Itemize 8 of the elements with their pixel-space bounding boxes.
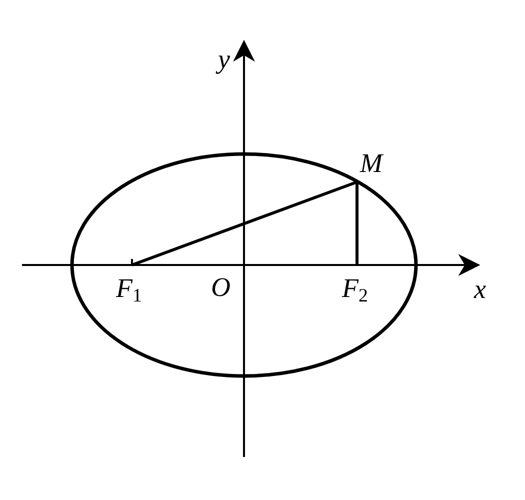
axis-label: y	[218, 46, 230, 73]
point-label: M	[360, 150, 382, 177]
origin-label: O	[211, 274, 230, 301]
line-segment	[131, 180, 358, 266]
line-segment	[356, 182, 358, 265]
point-label: F$_{1}$	[116, 275, 142, 307]
axis-label: x	[474, 276, 486, 303]
point-label: F$_{2}$	[342, 275, 368, 307]
